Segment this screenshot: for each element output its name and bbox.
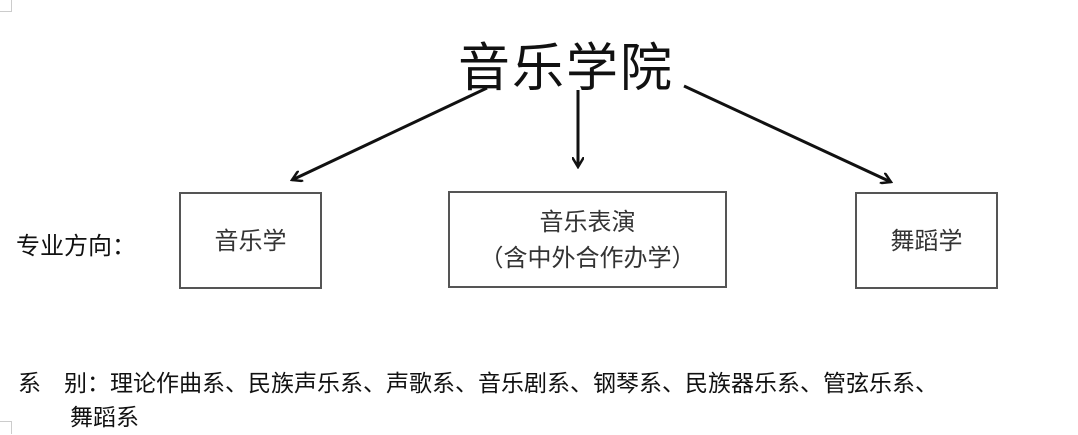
page-corner-mark	[0, 0, 12, 12]
box-sublabel: （含中外合作办学）	[479, 243, 696, 272]
box-music-performance: 音乐表演 （含中外合作办学）	[448, 191, 727, 288]
departments-label: 系 别：	[18, 371, 110, 397]
box-dance: 舞蹈学	[855, 192, 998, 289]
departments-text: 系 别：理论作曲系、民族声乐系、声歌系、音乐剧系、钢琴系、民族器乐系、管弦乐系、…	[18, 367, 1078, 435]
diagram-title: 音乐学院	[458, 39, 675, 99]
box-label: 音乐学	[214, 226, 287, 255]
box-label: 音乐表演	[539, 207, 636, 236]
page-corner-mark	[0, 421, 12, 434]
box-musicology: 音乐学	[179, 192, 322, 289]
box-label: 舞蹈学	[890, 226, 963, 255]
departments-list: 理论作曲系、民族声乐系、声歌系、音乐剧系、钢琴系、民族器乐系、管弦乐系、	[110, 371, 938, 397]
directions-label: 专业方向：	[16, 232, 136, 260]
arrow-right	[683, 84, 891, 182]
arrow-left	[292, 86, 488, 180]
departments-list-cont: 舞蹈系	[70, 405, 139, 431]
